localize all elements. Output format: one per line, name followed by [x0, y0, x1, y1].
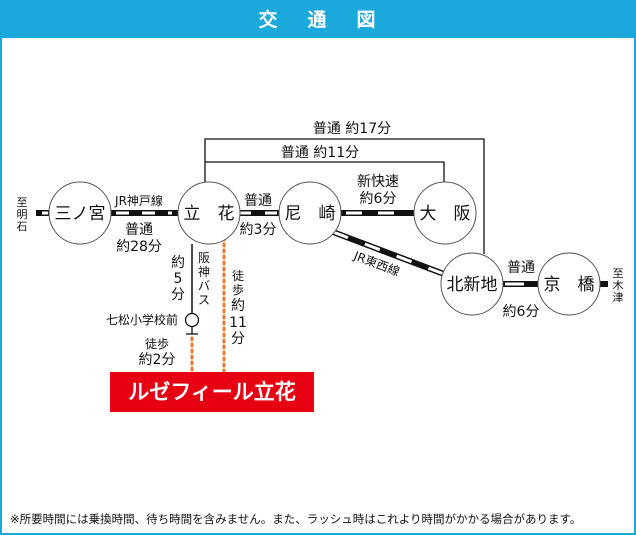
route-time: 約6分 — [360, 191, 397, 207]
station-tachibana[interactable]: 立 花 — [177, 181, 241, 245]
direction-kizu: 至 木 津 — [613, 267, 624, 304]
destination-badge: ルゼフィール立花 — [110, 372, 314, 412]
jr-kobe-line-label: JR神戸線 — [114, 193, 163, 208]
direction-akashi: 至 明 石 — [17, 196, 28, 233]
title-char: 図 — [356, 9, 378, 31]
svg-text:11: 11 — [229, 315, 247, 331]
route-tachibana-kitashinchi-label: 普通 約17分 — [313, 121, 391, 137]
svg-text:神: 神 — [198, 265, 210, 279]
route-time: 約3分 — [240, 222, 277, 238]
svg-text:分: 分 — [231, 331, 245, 347]
title-char: 通 — [307, 9, 329, 31]
svg-text:徒: 徒 — [232, 269, 244, 283]
svg-text:ス: ス — [198, 293, 210, 307]
svg-text:木: 木 — [613, 279, 624, 292]
bus-stop-label: 七松小学校前 — [106, 312, 178, 327]
station-label: 京 橋 — [544, 275, 595, 295]
route-type: 普通 — [244, 193, 272, 209]
route-line-tachibana-osaka — [205, 161, 445, 184]
route-type: 新快速 — [357, 174, 399, 190]
station-sannomiya[interactable]: 三ノ宮 — [48, 181, 112, 245]
svg-text:明: 明 — [17, 208, 28, 221]
svg-text:5: 5 — [174, 271, 183, 287]
svg-text:津: 津 — [613, 291, 624, 304]
route-time: 約28分 — [116, 239, 162, 255]
station-amagasaki[interactable]: 尼 崎 — [278, 181, 342, 245]
svg-text:約: 約 — [231, 298, 245, 314]
station-label: 尼 崎 — [285, 204, 336, 224]
station-label: 北新地 — [447, 275, 498, 295]
svg-text:阪: 阪 — [198, 251, 210, 265]
station-kyobashi[interactable]: 京 橋 — [537, 252, 601, 316]
svg-text:至: 至 — [613, 267, 624, 280]
walk-time: 約2分 — [139, 352, 176, 368]
map-title: 交通図 — [2, 2, 634, 38]
route-tachibana-osaka-label: 普通 約11分 — [281, 145, 359, 161]
walk-long-label: 徒 歩 約 11 分 — [229, 269, 247, 347]
svg-text:歩: 歩 — [232, 282, 244, 297]
svg-text:約: 約 — [171, 255, 185, 271]
station-kitashinchi[interactable]: 北新地 — [440, 252, 504, 316]
bus-stop-icon — [184, 312, 200, 335]
station-osaka[interactable]: 大 阪 — [413, 181, 477, 245]
svg-text:バ: バ — [198, 279, 210, 293]
bus-time-label: 約 5 分 — [171, 255, 185, 303]
station-label: 大 阪 — [420, 204, 471, 224]
footnote: ※所要時間には乗換時間、待ち時間を含みません。また、ラッシュ時はこれより時間がか… — [10, 512, 582, 526]
route-type: 普通 — [507, 260, 535, 276]
station-label: 立 花 — [184, 204, 235, 224]
route-type: 普通 — [125, 222, 153, 238]
rail-amagasaki-kitashinchi — [331, 229, 446, 277]
svg-text:石: 石 — [17, 220, 28, 233]
bus-name-label: 阪 神 バ ス — [198, 251, 210, 307]
svg-text:分: 分 — [171, 287, 185, 303]
title-char: 交 — [258, 9, 280, 31]
station-label: 三ノ宮 — [55, 204, 106, 224]
walk-label: 徒歩 — [145, 336, 169, 351]
route-time: 約6分 — [503, 304, 540, 320]
svg-text:至: 至 — [17, 196, 28, 209]
